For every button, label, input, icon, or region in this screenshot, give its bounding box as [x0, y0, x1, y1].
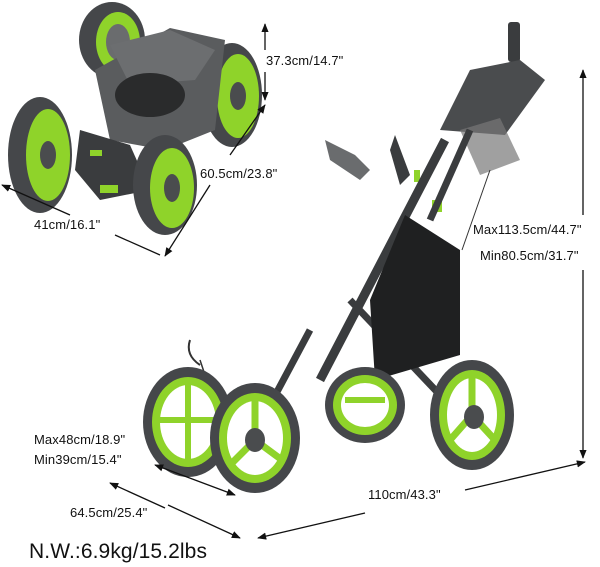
folded-cart-image — [8, 2, 262, 235]
folded-width-label: 41cm/16.1" — [34, 217, 101, 232]
handle-height-max-label: Max48cm/18.9" — [34, 432, 126, 447]
open-height-max-label: Max113.5cm/44.7" — [473, 222, 582, 237]
open-cart-image — [143, 22, 545, 493]
open-width-label: 64.5cm/25.4" — [70, 505, 148, 520]
folded-length-label: 60.5cm/23.8" — [200, 166, 278, 181]
open-length-label: 110cm/43.3" — [368, 487, 441, 502]
open-height-min-label: Min80.5cm/31.7" — [480, 248, 579, 263]
folded-height-label: 37.3cm/14.7" — [266, 53, 344, 68]
handle-height-min-label: Min39cm/15.4" — [34, 452, 122, 467]
net-weight-label: N.W.:6.9kg/15.2lbs — [29, 540, 208, 563]
